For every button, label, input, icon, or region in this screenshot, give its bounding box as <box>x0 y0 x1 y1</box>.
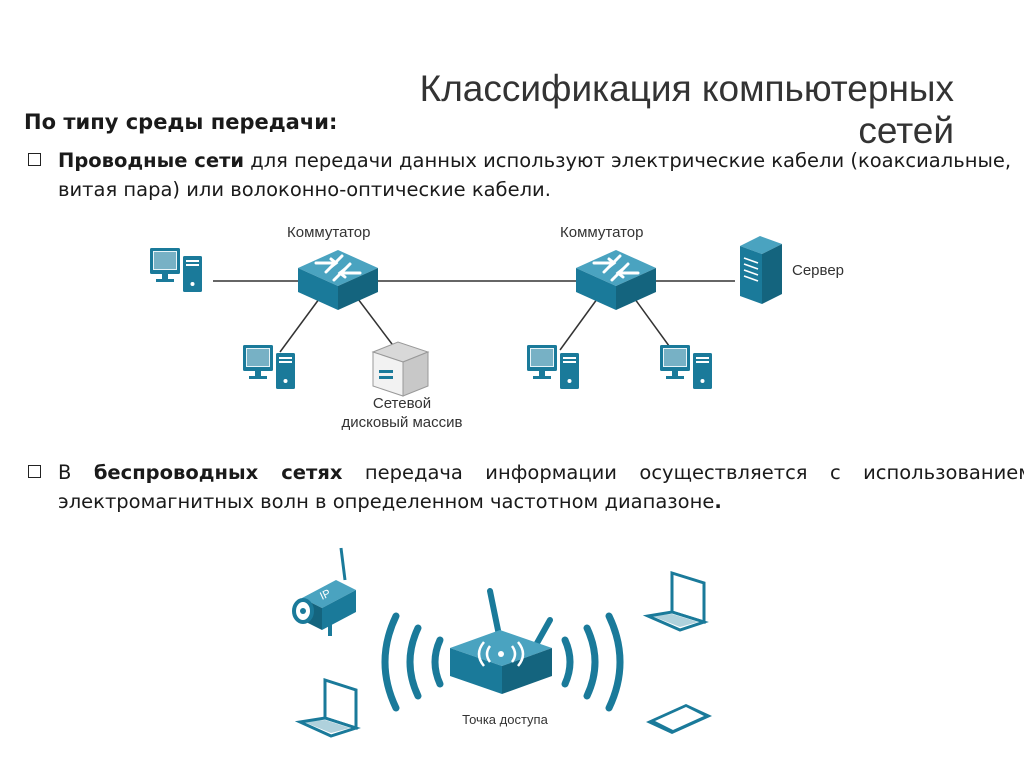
switch-2-label: Коммутатор <box>560 224 644 241</box>
bullet-wireless-prefix: В <box>58 461 94 484</box>
switch-icon <box>296 248 380 312</box>
access-point-label: Точка доступа <box>462 712 548 727</box>
title-line-1: Классификация компьютерных <box>419 68 954 109</box>
tablet-icon <box>646 704 712 734</box>
switch-1-label: Коммутатор <box>287 224 371 241</box>
bullet-wired-text: Проводные сети для передачи данных испол… <box>58 146 1024 204</box>
checkbox-bullet-icon <box>28 465 41 478</box>
slide-title: Классификация компьютерных сетей <box>314 68 954 152</box>
bullet-wireless-bold: беспроводных сетях <box>93 461 343 484</box>
workstation-icon <box>243 345 295 389</box>
title-line-2: сетей <box>858 110 954 151</box>
laptop-icon <box>642 570 709 632</box>
storage-label-1: Сетевой <box>372 395 432 412</box>
server-icon <box>740 236 782 304</box>
radio-waves-icon <box>381 612 624 712</box>
ip-camera-icon <box>292 547 356 636</box>
camera-ip-tag: IP <box>318 587 333 602</box>
laptop-icon <box>294 677 361 738</box>
network-cables <box>213 280 735 353</box>
workstation-icon <box>660 345 712 389</box>
switch-icon <box>574 248 658 312</box>
workstation-icon <box>527 345 579 389</box>
section-subtitle: По типу среды передачи: <box>24 110 338 134</box>
storage-label-2: дисковый массив <box>341 414 463 431</box>
server-label: Сервер <box>792 262 845 279</box>
bullet-wireless-rest: передача информации осуществляется с исп… <box>58 461 1024 513</box>
bullet-wireless-end: . <box>714 490 722 513</box>
bullet-wireless-text: В беспроводных сетях передача информации… <box>58 458 1024 516</box>
workstation-icon <box>150 248 202 292</box>
access-point-icon <box>450 588 553 694</box>
checkbox-bullet-icon <box>28 153 41 166</box>
storage-array-icon <box>371 341 430 397</box>
bullet-wired-rest: для передачи данных используют электриче… <box>58 149 1012 201</box>
bullet-wired-bold: Проводные сети <box>58 149 245 172</box>
